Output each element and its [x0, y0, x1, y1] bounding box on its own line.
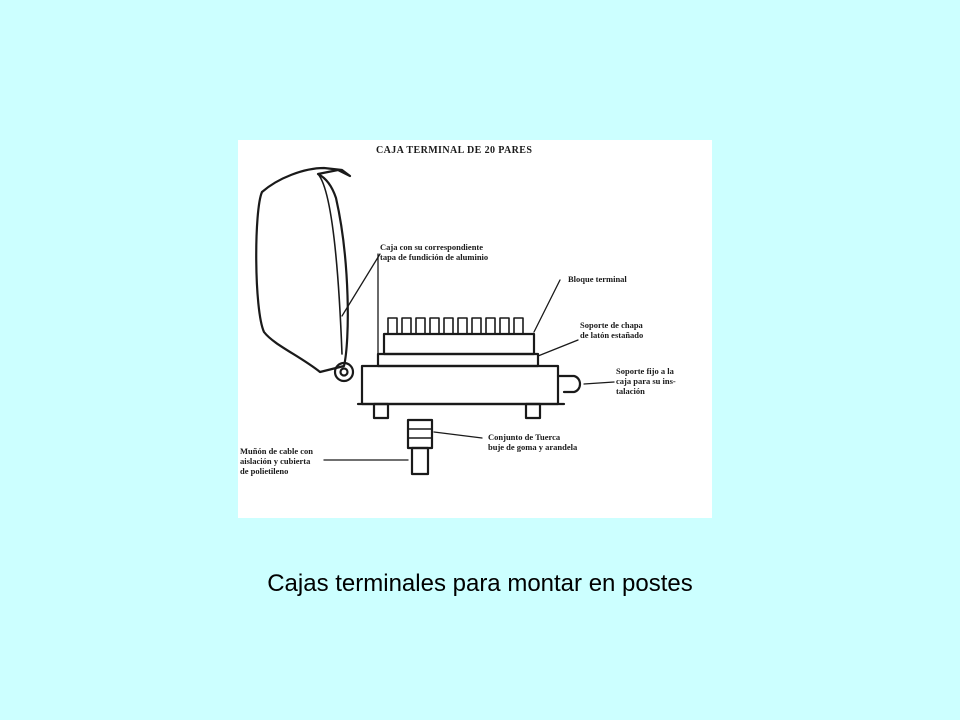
label-caja-line-1: Caja con su correspondiente — [380, 242, 484, 252]
terminal-box-figure: CAJA TERMINAL DE 20 PARES Caja con su co… — [238, 140, 712, 518]
hinge-outer — [333, 361, 355, 383]
leader-soporte-chapa — [537, 339, 579, 357]
label-soporte-chapa: Soporte de chapa de latón estañado — [580, 320, 643, 340]
slide-caption: Cajas terminales para montar en postes — [267, 570, 693, 597]
lid-shape — [255, 166, 352, 374]
mounting-hook — [556, 374, 582, 394]
label-munon-line-1: Muñón de cable con — [240, 446, 313, 456]
foot-right — [524, 402, 542, 420]
label-soporte-fijo-line-3: talación — [616, 386, 645, 396]
cable-stub — [410, 446, 430, 476]
hinge-inner — [339, 367, 349, 377]
terminal-posts — [387, 317, 524, 335]
label-soporte-chapa-line-2: de latón estañado — [580, 330, 644, 340]
foot-left — [372, 402, 390, 420]
leader-caja — [341, 253, 381, 317]
label-conjunto-line-1: Conjunto de Tuerca — [488, 432, 561, 442]
brass-plate — [376, 352, 540, 368]
label-munon-line-3: de polietileno — [240, 466, 289, 476]
label-munon-line-2: aislación y cubierta — [240, 456, 311, 466]
label-conjunto: Conjunto de Tuerca buje de goma y arande… — [488, 432, 577, 452]
label-soporte-fijo-line-2: caja para su ins- — [616, 376, 676, 386]
label-caja: Caja con su correspondiente tapa de fund… — [380, 242, 488, 262]
box-body — [360, 364, 560, 406]
label-soporte-chapa-line-1: Soporte de chapa — [580, 320, 643, 330]
label-bloque: Bloque terminal — [568, 274, 627, 284]
label-bloque-line-1: Bloque terminal — [568, 274, 627, 284]
leader-bloque — [533, 279, 561, 333]
terminal-block-base — [382, 332, 536, 356]
label-munon: Muñón de cable con aislación y cubierta … — [240, 446, 313, 476]
figure-title: CAJA TERMINAL DE 20 PARES — [376, 145, 533, 156]
cable-nut — [406, 418, 434, 450]
label-conjunto-line-2: buje de goma y arandela — [488, 442, 578, 452]
leader-soporte-fijo — [583, 381, 615, 385]
terminal-box-drawing — [255, 166, 615, 476]
leader-conjunto — [433, 431, 483, 439]
label-soporte-fijo-line-1: Soporte fijo a la — [616, 366, 674, 376]
label-caja-line-2: tapa de fundición de aluminio — [380, 252, 489, 262]
label-soporte-fijo: Soporte fijo a la caja para su ins- tala… — [616, 366, 676, 396]
lid-inner-line — [317, 173, 343, 355]
